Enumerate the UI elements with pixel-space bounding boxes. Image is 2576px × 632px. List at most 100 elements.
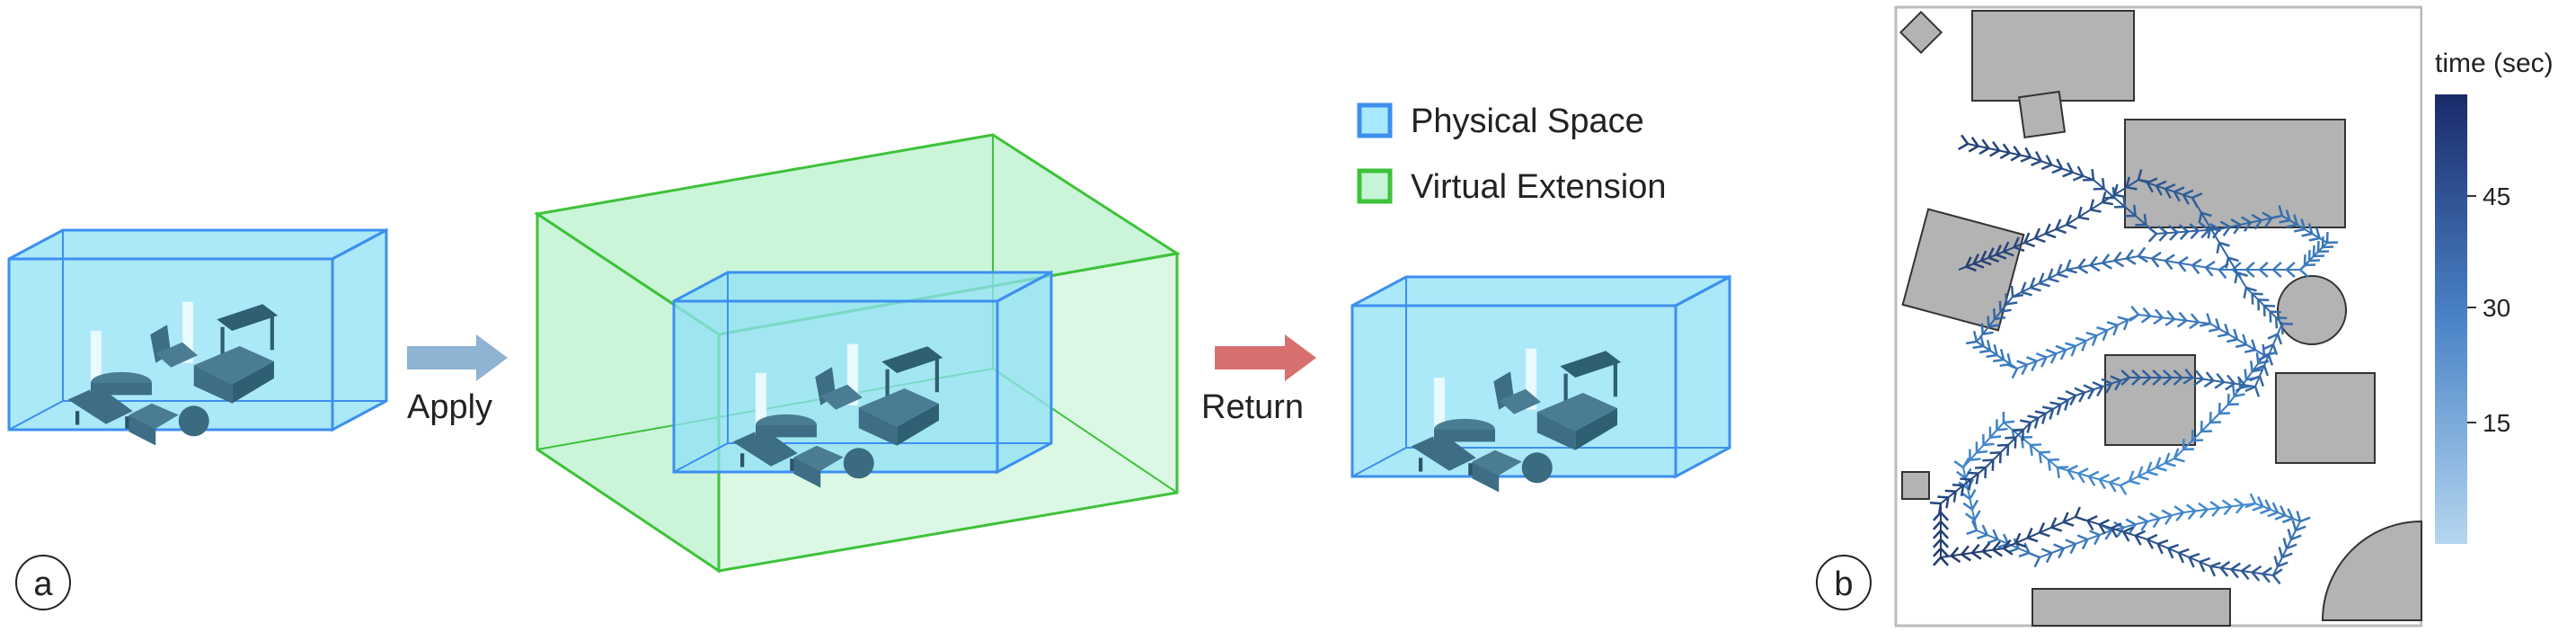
trajectory-segment <box>2117 318 2129 326</box>
trajectory-segment <box>2227 257 2238 273</box>
footstep-mark <box>2057 396 2068 402</box>
trajectory-segment <box>2218 404 2229 414</box>
trajectory-segment <box>2236 271 2247 289</box>
footstep-mark <box>2293 227 2306 233</box>
footstep-mark <box>1989 149 2000 157</box>
footstep-mark <box>2006 363 2018 370</box>
trajectory-segment <box>2236 338 2247 346</box>
footstep-mark <box>2146 461 2153 473</box>
trajectory-segment <box>2164 260 2180 264</box>
footstep-mark <box>2055 344 2067 352</box>
sofa <box>2124 119 2346 228</box>
footstep-mark <box>2088 470 2100 478</box>
footstep-mark <box>2005 436 2016 440</box>
footstep-mark <box>1961 458 1970 468</box>
footstep-mark <box>2322 245 2334 249</box>
footstep-mark <box>2089 199 2095 210</box>
footstep-mark <box>1980 323 1984 334</box>
footstep-mark <box>2138 475 2149 481</box>
trajectory-segment <box>2014 537 2029 545</box>
footstep-mark <box>2063 521 2075 527</box>
footstep-mark <box>2077 266 2089 274</box>
footstep-mark <box>1932 521 1942 530</box>
footstep-mark <box>2252 292 2263 296</box>
trajectory-segment <box>2290 530 2297 540</box>
footstep-mark <box>2326 241 2339 245</box>
footstep-mark <box>2241 216 2252 224</box>
footstep-mark <box>1971 551 1982 560</box>
footstep-mark <box>2101 191 2107 203</box>
legend-swatch-virtual <box>1357 168 1393 204</box>
footstep-mark <box>2308 236 2320 242</box>
footstep-mark <box>2255 352 2260 364</box>
footstep-mark <box>2029 277 2036 289</box>
footstep-mark <box>2232 385 2235 396</box>
trajectory-segment <box>2026 360 2038 366</box>
footstep-mark <box>2038 522 2046 534</box>
footstep-mark <box>2312 245 2315 257</box>
footstep-mark <box>1978 349 1991 354</box>
footstep-mark <box>2209 501 2220 510</box>
footstep-mark <box>2047 268 2054 280</box>
footstep-mark <box>2227 403 2240 406</box>
physical-room-inside-virtual <box>672 271 1053 488</box>
footstep-mark <box>2141 377 2152 387</box>
footstep-mark <box>2089 255 2098 266</box>
footstep-mark <box>2117 316 2129 322</box>
trajectory-segment <box>1978 145 1989 149</box>
footstep-mark <box>1950 547 1960 557</box>
footstep-mark <box>2188 556 2195 568</box>
footstep-mark <box>2078 392 2086 403</box>
trajectory-segment <box>2030 156 2042 163</box>
armchair-right <box>2275 372 2376 464</box>
trajectory-segment <box>1987 534 1998 540</box>
trajectory-segment <box>2063 543 2076 549</box>
footstep-mark <box>2218 241 2230 247</box>
footstep-mark <box>2189 552 2200 559</box>
footstep-mark <box>2308 259 2321 263</box>
footstep-mark <box>2187 510 2197 521</box>
footstep-mark <box>2200 222 2210 231</box>
footstep-mark <box>1989 435 2002 439</box>
footstep-mark <box>2315 227 2321 239</box>
footstep-mark <box>2013 236 2020 248</box>
footstep-mark <box>1966 529 1978 536</box>
footstep-mark <box>2267 354 2274 366</box>
footstep-mark <box>2098 478 2107 490</box>
footstep-mark <box>2034 150 2042 162</box>
footstep-mark <box>2236 376 2246 387</box>
trajectory-segment <box>2099 523 2112 530</box>
footstep-mark <box>2199 556 2211 564</box>
trajectory-segment <box>2167 547 2180 554</box>
trajectory-segment <box>2263 354 2270 367</box>
footstep-mark <box>2006 301 2018 306</box>
trajectory-segment <box>2209 323 2220 330</box>
trajectory-segment <box>2030 282 2040 289</box>
footstep-mark <box>2047 459 2051 471</box>
trajectory-segment <box>2016 363 2028 369</box>
trajectory-segment <box>2036 356 2047 362</box>
footstep-mark <box>2249 493 2257 504</box>
footstep-mark <box>2076 534 2088 541</box>
footstep-mark <box>2173 369 2183 378</box>
trajectory-segment <box>2123 523 2136 529</box>
footstep-mark <box>1983 442 1995 447</box>
trajectory-segment <box>2102 193 2115 203</box>
trajectory-segment <box>2135 534 2148 540</box>
footstep-mark <box>2056 263 2063 275</box>
trajectory-segment <box>2178 552 2191 558</box>
trajectory-segment <box>2090 262 2103 266</box>
footstep-mark <box>2275 317 2279 329</box>
trajectory-segment <box>2187 229 2199 233</box>
trajectory-segment <box>2034 233 2047 239</box>
footstep-mark <box>2111 522 2122 530</box>
footstep-mark <box>2244 502 2256 509</box>
footstep-mark <box>2102 254 2111 264</box>
footstep-mark <box>2209 421 2222 424</box>
footstep-mark <box>2251 213 2262 222</box>
footstep-mark <box>1992 358 2005 363</box>
footstep-mark <box>2049 352 2058 364</box>
footstep-mark <box>2259 508 2271 515</box>
footstep-mark <box>2316 240 2320 253</box>
footstep-mark <box>1998 452 2002 464</box>
